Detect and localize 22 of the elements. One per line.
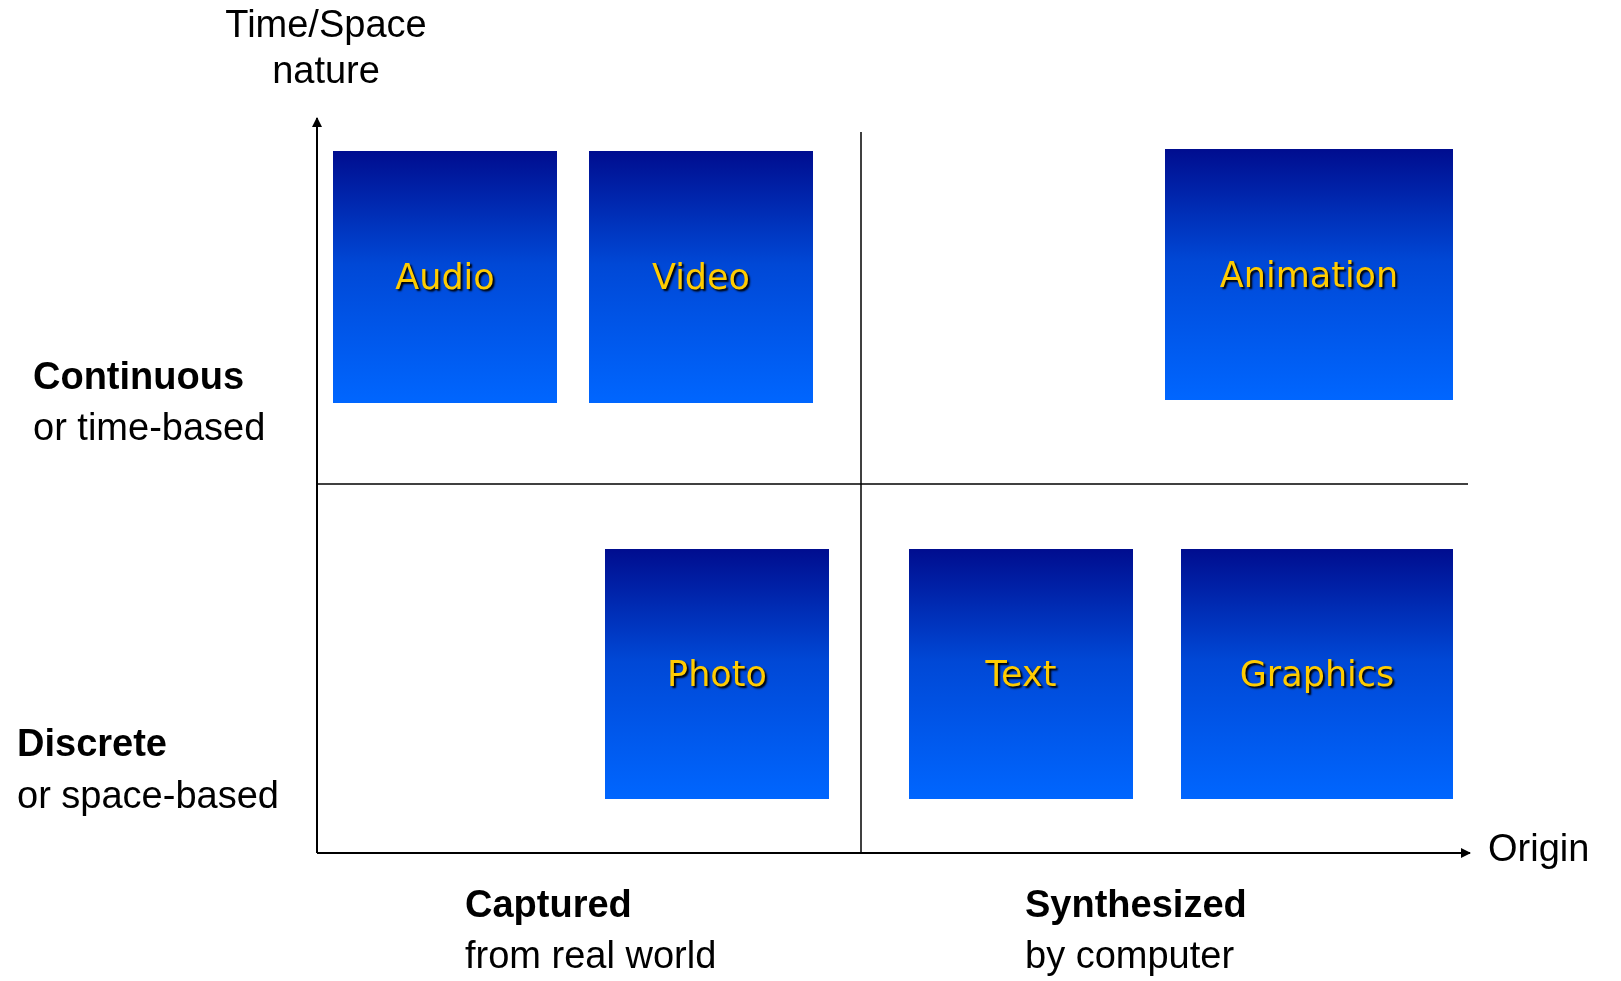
axis-label: Captured: [465, 882, 632, 927]
media-label: Photo: [667, 654, 767, 694]
axis-label: Time/Space nature: [224, 2, 428, 93]
media-box: [605, 549, 829, 799]
axis-label: Origin: [1488, 826, 1590, 871]
media-box: [589, 151, 813, 403]
media-label: Audio: [395, 257, 495, 297]
axis-label: or time-based: [33, 405, 266, 450]
axis-label: by computer: [1025, 933, 1235, 978]
media-label: Animation: [1219, 254, 1399, 295]
media-box: [909, 549, 1133, 799]
media-label: Video: [651, 257, 751, 297]
media-box: [1181, 549, 1453, 799]
axis-label: Continuous: [33, 354, 245, 399]
axis-label: Discrete: [17, 721, 167, 766]
axis-label: Synthesized: [1025, 882, 1247, 927]
media-box: [333, 151, 557, 403]
axis-label: from real world: [465, 933, 717, 978]
media-label: Graphics: [1239, 654, 1395, 694]
media-label: Text: [985, 654, 1057, 694]
axis-label: or space-based: [17, 773, 279, 818]
media-box: [1165, 149, 1453, 400]
